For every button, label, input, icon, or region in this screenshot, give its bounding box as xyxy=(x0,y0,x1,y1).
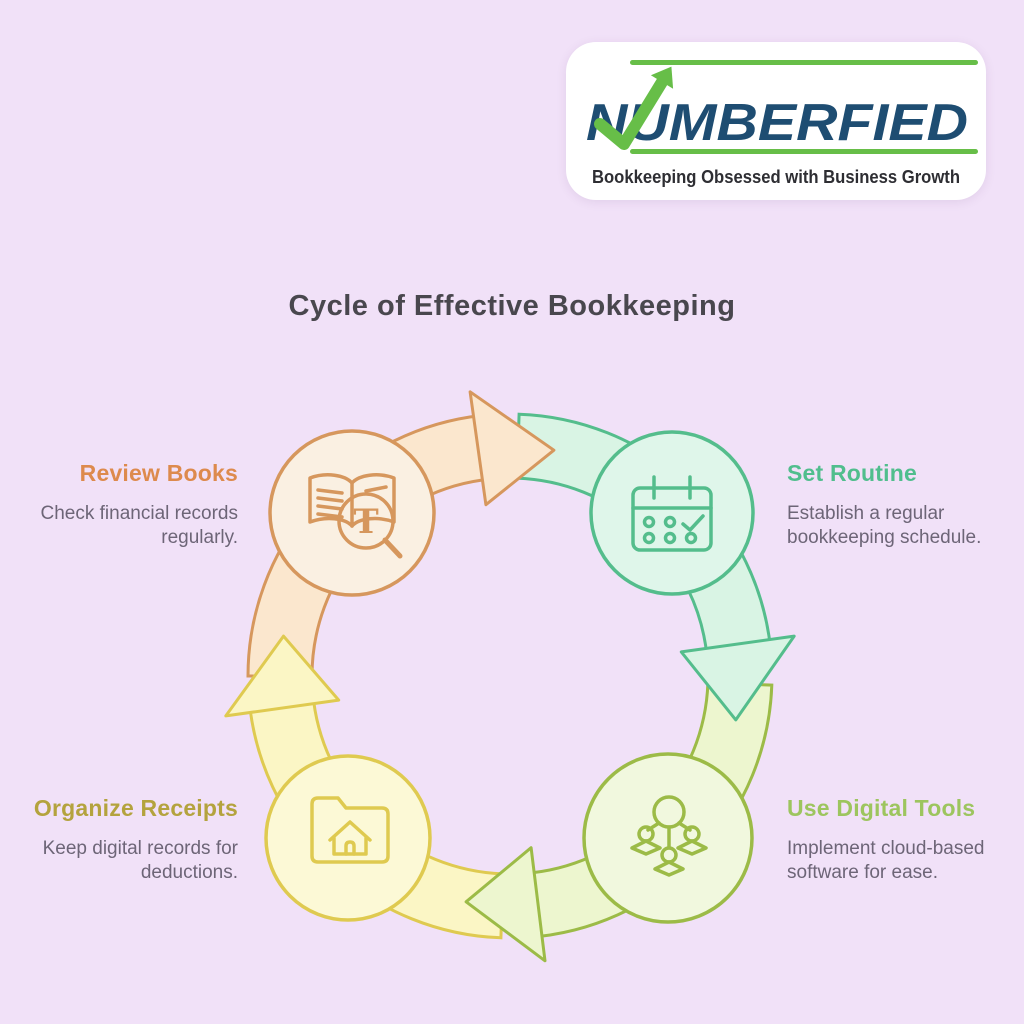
magnifier-letter-t: T xyxy=(353,502,378,542)
node-description: Implement cloud-based software for ease. xyxy=(787,838,985,883)
page-title: Cycle of Effective Bookkeeping xyxy=(288,290,736,322)
growth-arrowhead-icon xyxy=(650,66,674,89)
node-title: Review Books xyxy=(79,460,238,486)
node-description: Establish a regular bookkeeping schedule… xyxy=(787,503,982,548)
logo-card: NUMBERFIED Bookkeeping Obsessed with Bus… xyxy=(566,42,986,200)
arrow-receipts-to-review xyxy=(224,634,341,718)
growth-arrow-icon xyxy=(594,76,668,150)
calendar-check-icon xyxy=(631,475,713,552)
node-label-organize-receipts: Organize Receipts Keep digital records f… xyxy=(3,795,238,885)
logo-top-rule xyxy=(630,60,978,65)
node-title: Organize Receipts xyxy=(33,795,238,821)
node-title: Use Digital Tools xyxy=(787,795,976,821)
logo-bottom-rule xyxy=(630,149,978,154)
logo-tagline: Bookkeeping Obsessed with Business Growt… xyxy=(592,167,960,187)
arrow-tools-to-receipts xyxy=(464,846,547,963)
book-magnifier-icon: T xyxy=(308,473,403,559)
arrow-review-to-routine xyxy=(468,390,556,507)
node-label-review-books: Review Books Check financial records reg… xyxy=(3,460,238,550)
node-label-set-routine: Set Routine Establish a regular bookkeep… xyxy=(787,460,1007,550)
node-label-use-digital-tools: Use Digital Tools Implement cloud-based … xyxy=(787,795,1012,885)
node-circle-organize-receipts xyxy=(264,754,432,922)
node-description: Keep digital records for deductions. xyxy=(42,838,238,883)
node-description: Check financial records regularly. xyxy=(40,503,238,548)
folder-home-icon xyxy=(310,796,390,864)
node-circle-set-routine xyxy=(589,430,755,596)
network-people-icon xyxy=(630,795,708,877)
numberfied-logo: NUMBERFIED Bookkeeping Obsessed with Bus… xyxy=(586,60,978,187)
arrow-routine-to-tools xyxy=(679,634,796,722)
node-title: Set Routine xyxy=(787,460,917,486)
